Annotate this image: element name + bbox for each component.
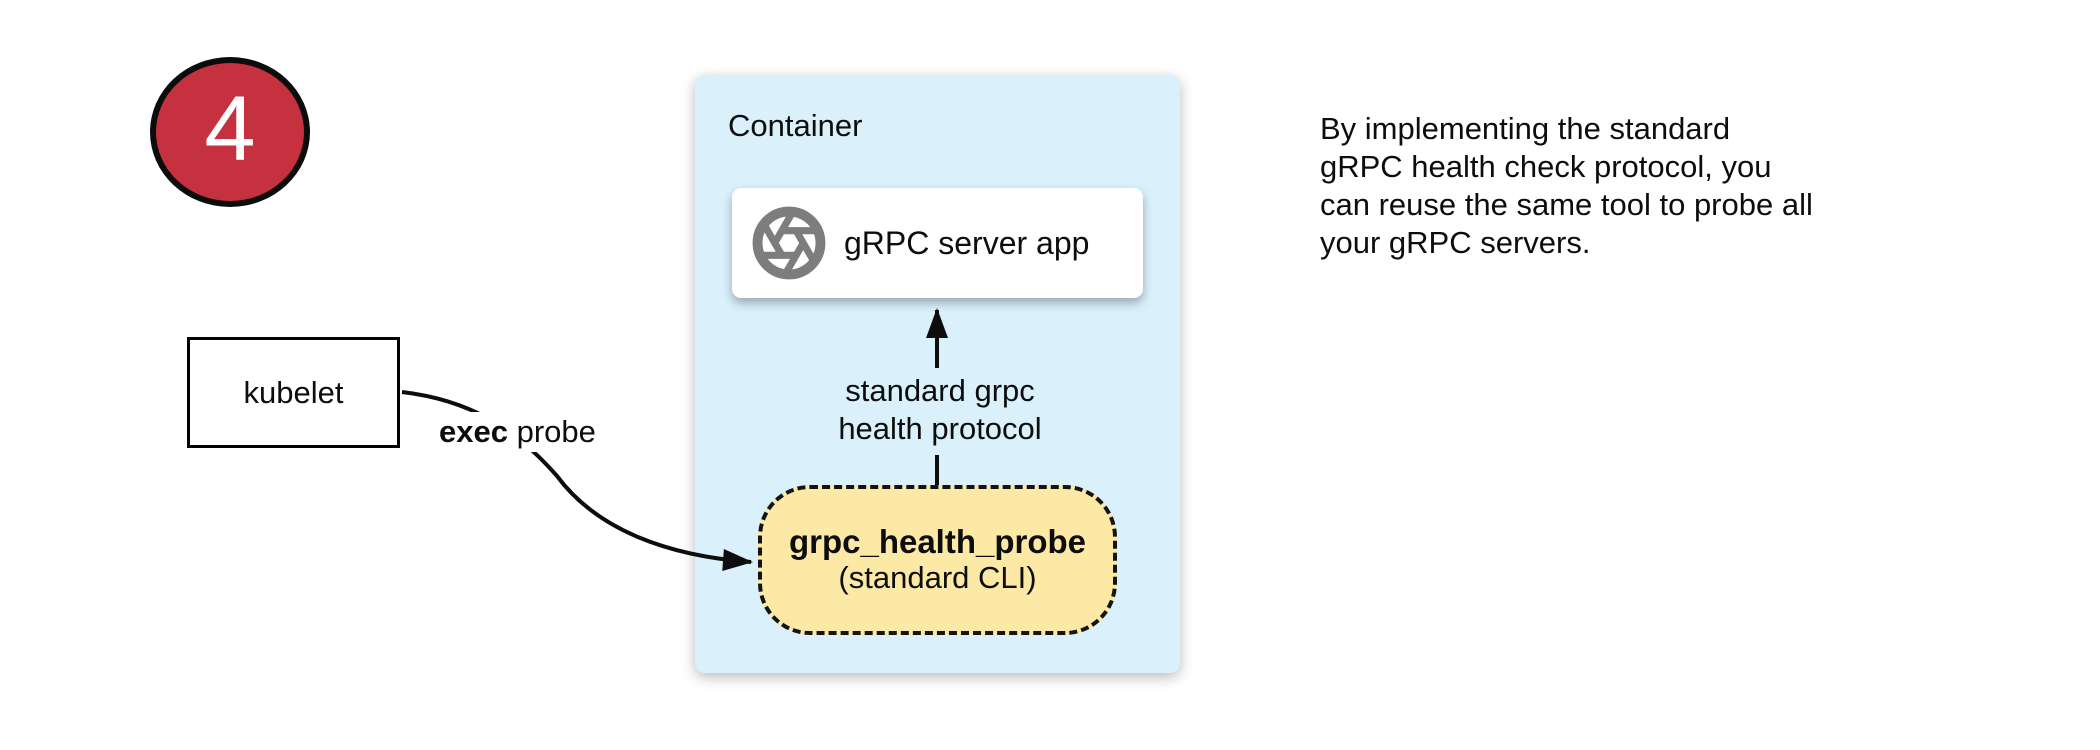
aperture-icon <box>752 206 826 280</box>
exec-probe-label: exec probe <box>433 412 602 452</box>
kubelet-label: kubelet <box>243 374 344 410</box>
kubelet-box: kubelet <box>187 337 400 448</box>
protocol-label-line1: standard grpc <box>845 373 1035 408</box>
protocol-label-line2: health protocol <box>838 411 1042 446</box>
exec-keyword: exec <box>439 414 508 449</box>
step-badge: 4 <box>150 57 310 207</box>
step-number: 4 <box>204 78 256 180</box>
note-line: By implementing the standard <box>1320 111 1731 146</box>
probe-subtitle: (standard CLI) <box>838 560 1037 596</box>
probe-title: grpc_health_probe <box>788 523 1087 561</box>
protocol-arrow-label: standard grpc health protocol <box>797 372 1083 448</box>
note-text: By implementing the standard gRPC health… <box>1320 110 1920 262</box>
grpc-health-probe-pill: grpc_health_probe (standard CLI) <box>758 485 1117 635</box>
note-line: gRPC health check protocol, you <box>1320 149 1772 184</box>
note-line: can reuse the same tool to probe all <box>1320 187 1813 222</box>
grpc-server-card: gRPC server app <box>732 188 1143 298</box>
note-line: your gRPC servers. <box>1320 225 1591 260</box>
container-label: Container <box>728 108 863 143</box>
grpc-server-label: gRPC server app <box>844 224 1090 261</box>
probe-word: probe <box>507 414 596 449</box>
